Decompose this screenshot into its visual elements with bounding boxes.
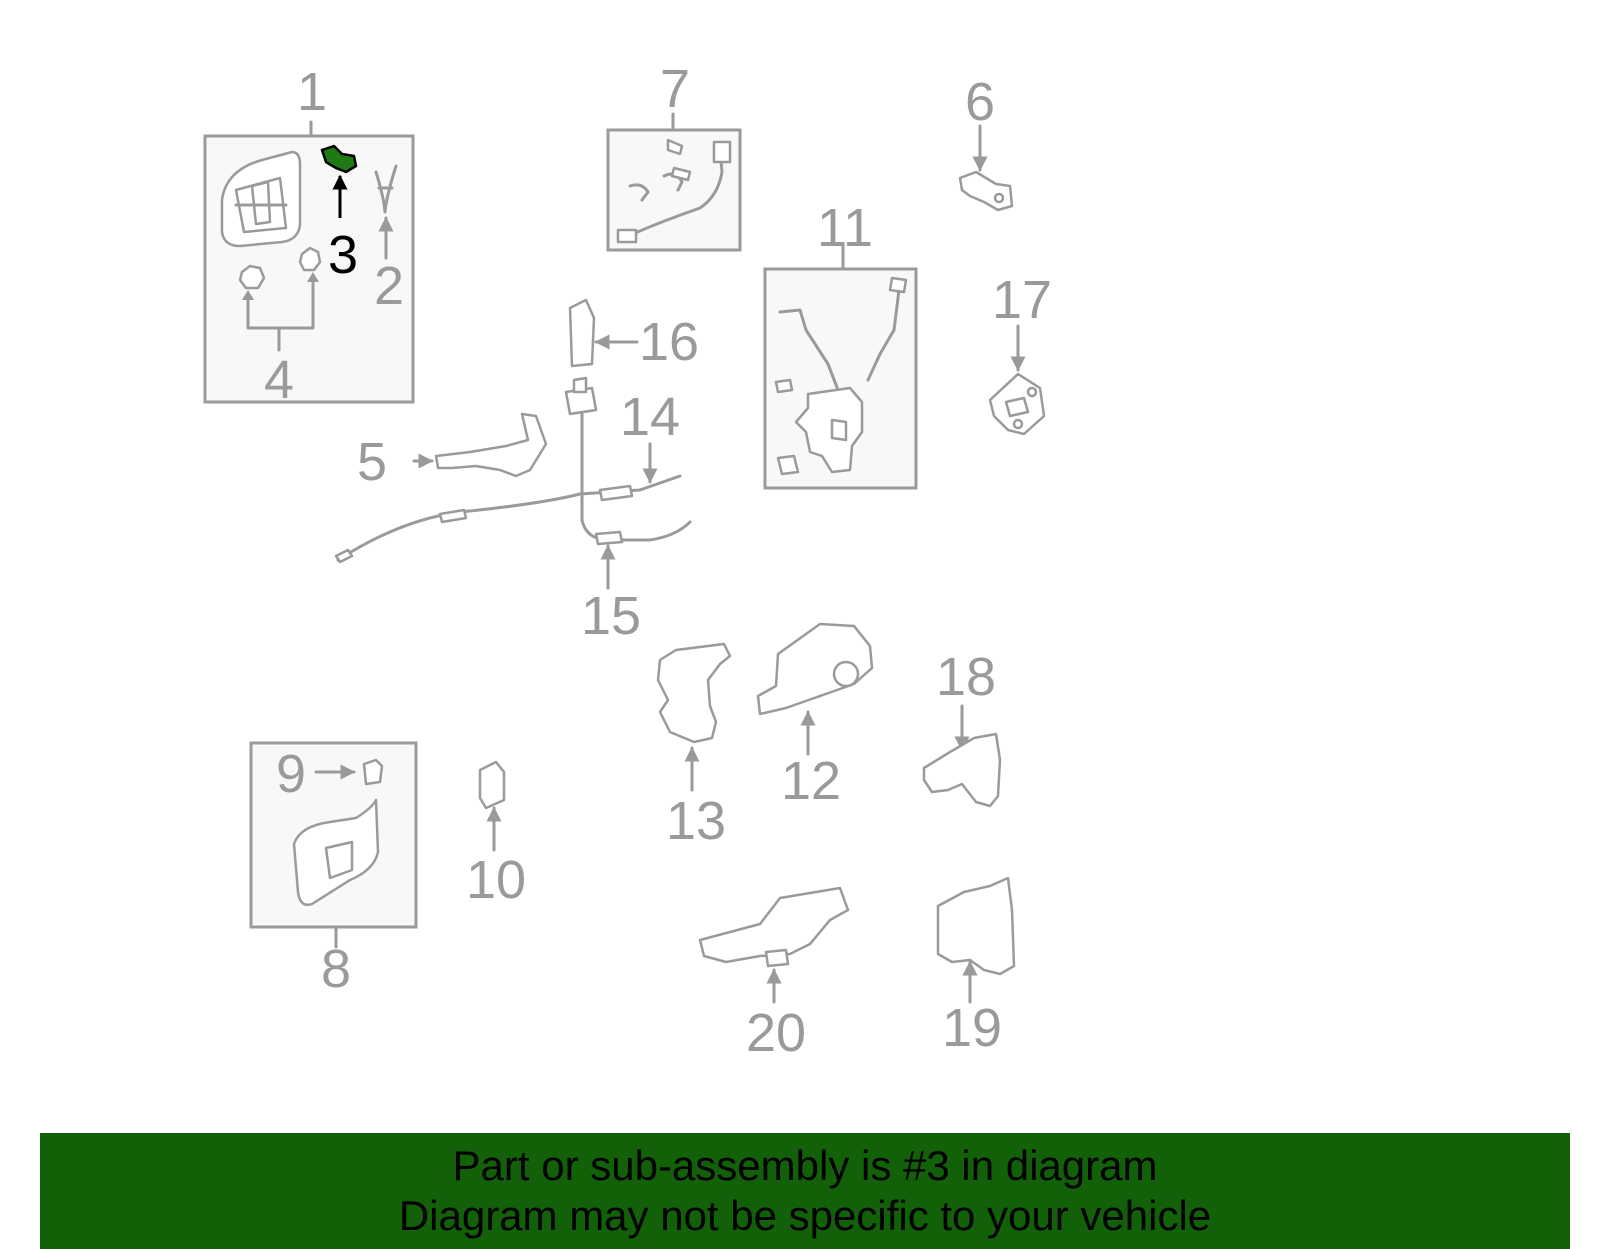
callout-1: 1 <box>297 62 327 122</box>
group-7-harness <box>606 112 742 252</box>
inside-handle-part[interactable] <box>292 798 380 906</box>
callout-11: 11 <box>817 198 873 258</box>
callout-8: 8 <box>321 939 351 999</box>
callout-17: 17 <box>992 270 1052 330</box>
callout-15: 15 <box>581 586 641 646</box>
callout-19: 19 <box>942 998 1002 1058</box>
part-20-door-check[interactable] <box>698 886 850 1004</box>
callout-2: 2 <box>374 256 404 316</box>
info-banner: Part or sub-assembly is #3 in diagram Di… <box>40 1133 1570 1249</box>
callout-18: 18 <box>936 647 996 707</box>
callout-7: 7 <box>660 59 690 119</box>
group-1-handle-assembly <box>203 120 415 404</box>
part-6-bracket[interactable] <box>958 124 1014 212</box>
callout-9: 9 <box>276 744 306 804</box>
callout-10: 10 <box>466 850 526 910</box>
callout-4: 4 <box>264 350 294 410</box>
cables-14-15[interactable] <box>334 376 692 590</box>
part-16-cover[interactable] <box>568 298 639 368</box>
callout-20: 20 <box>746 1003 806 1063</box>
callout-16: 16 <box>639 312 699 372</box>
parts-diagram: 1 2 3 4 5 6 7 8 9 10 11 12 13 14 15 16 1… <box>203 59 1052 1063</box>
part-3-highlighted[interactable] <box>320 144 358 218</box>
part-9-clip[interactable] <box>314 758 384 786</box>
part-10-pad[interactable] <box>478 760 506 852</box>
banner-line-2: Diagram may not be specific to your vehi… <box>398 1192 1212 1239</box>
wiring-harness-part[interactable] <box>616 138 732 244</box>
part-13-cover[interactable] <box>656 642 732 792</box>
part-2-clip[interactable] <box>374 164 398 260</box>
group-8-inside-handle <box>249 741 418 949</box>
part-17-striker[interactable] <box>988 324 1046 436</box>
latch-assembly-part[interactable] <box>774 276 908 476</box>
callout-3: 3 <box>328 225 358 285</box>
callout-5: 5 <box>357 432 387 492</box>
banner-line-1: Part or sub-assembly is #3 in diagram <box>452 1142 1158 1189</box>
part-12-actuator[interactable] <box>756 622 874 756</box>
callout-12: 12 <box>781 751 841 811</box>
callout-14: 14 <box>620 387 680 447</box>
outside-handle-part[interactable] <box>220 150 302 248</box>
part-5-rod[interactable] <box>412 412 548 478</box>
group-11-latch <box>763 245 918 490</box>
callout-6: 6 <box>965 72 995 132</box>
part-18-bracket[interactable] <box>922 704 1002 808</box>
part-19-bracket[interactable] <box>936 876 1016 1004</box>
part-4-nuts[interactable] <box>238 246 322 352</box>
callout-13: 13 <box>666 791 726 851</box>
